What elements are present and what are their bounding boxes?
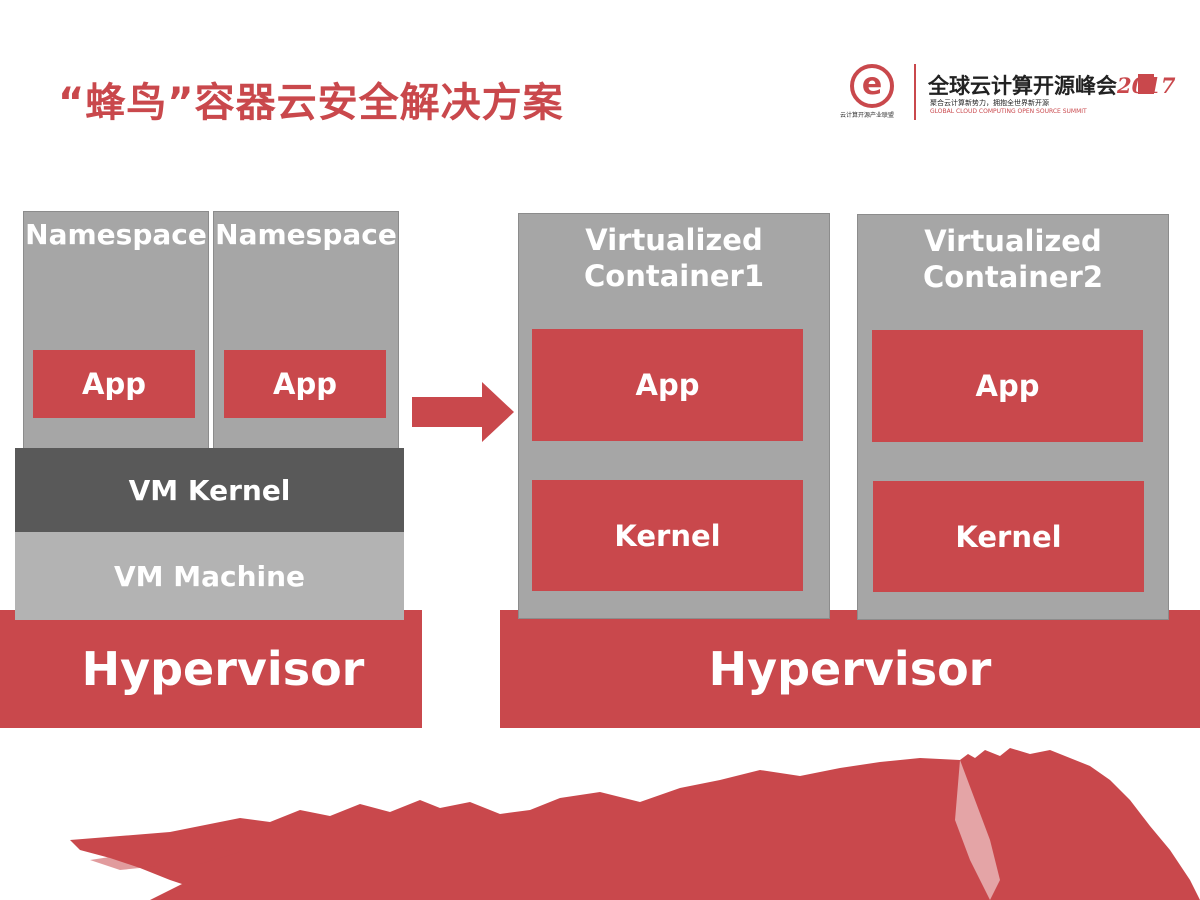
namespace-2-label: Namespace [215, 218, 397, 251]
container-2-app: App [872, 330, 1143, 442]
left-hypervisor: Hypervisor [0, 610, 422, 728]
vm-machine: VM Machine [15, 532, 404, 620]
vm-machine-label: VM Machine [113, 559, 306, 593]
container-1-app-label: App [635, 368, 700, 402]
container-2-kernel-label: Kernel [955, 519, 1062, 554]
logo-badge [1138, 74, 1154, 94]
namespace-1-app: App [33, 350, 195, 418]
great-wall-silhouette [70, 748, 1200, 900]
summit-logo: e 云计算开源产业联盟 全球云计算开源峰会2017 聚合云计算新势力，拥抱全世界… [838, 62, 1175, 122]
left-hypervisor-label: Hypervisor [81, 642, 365, 696]
container-2-label: Virtualized Container2 [858, 223, 1168, 295]
logo-mark-icon: e [850, 64, 894, 108]
namespace-2-app: App [224, 350, 386, 418]
container-1-label: Virtualized Container1 [519, 222, 829, 294]
container-2-kernel: Kernel [873, 481, 1144, 592]
container-2-label-text: Virtualized Container2 [922, 224, 1104, 294]
logo-tagline-en: GLOBAL CLOUD COMPUTING OPEN SOURCE SUMMI… [930, 108, 1087, 115]
logo-name-text: 全球云计算开源峰会 [928, 73, 1117, 98]
container-1-app: App [532, 329, 803, 441]
right-hypervisor-label: Hypervisor [708, 642, 992, 696]
container-1-label-text: Virtualized Container1 [583, 223, 765, 293]
slide-title: “蜂鸟”容器云安全解决方案 [58, 80, 564, 126]
logo-tagline: 聚合云计算新势力，拥抱全世界新开源 [930, 99, 1049, 107]
container-1-kernel: Kernel [532, 480, 803, 591]
container-2-app-label: App [975, 369, 1040, 403]
vm-kernel-label: VM Kernel [128, 473, 291, 507]
vm-kernel: VM Kernel [15, 448, 404, 532]
namespace-2-app-label: App [273, 367, 337, 401]
namespace-1-app-label: App [82, 367, 146, 401]
right-hypervisor: Hypervisor [500, 610, 1200, 728]
logo-org-text: 云计算开源产业联盟 [840, 112, 895, 119]
right-arrow-icon [412, 382, 514, 442]
namespace-1-label: Namespace [25, 218, 207, 251]
logo-divider [914, 64, 916, 120]
container-1-kernel-label: Kernel [614, 518, 721, 553]
